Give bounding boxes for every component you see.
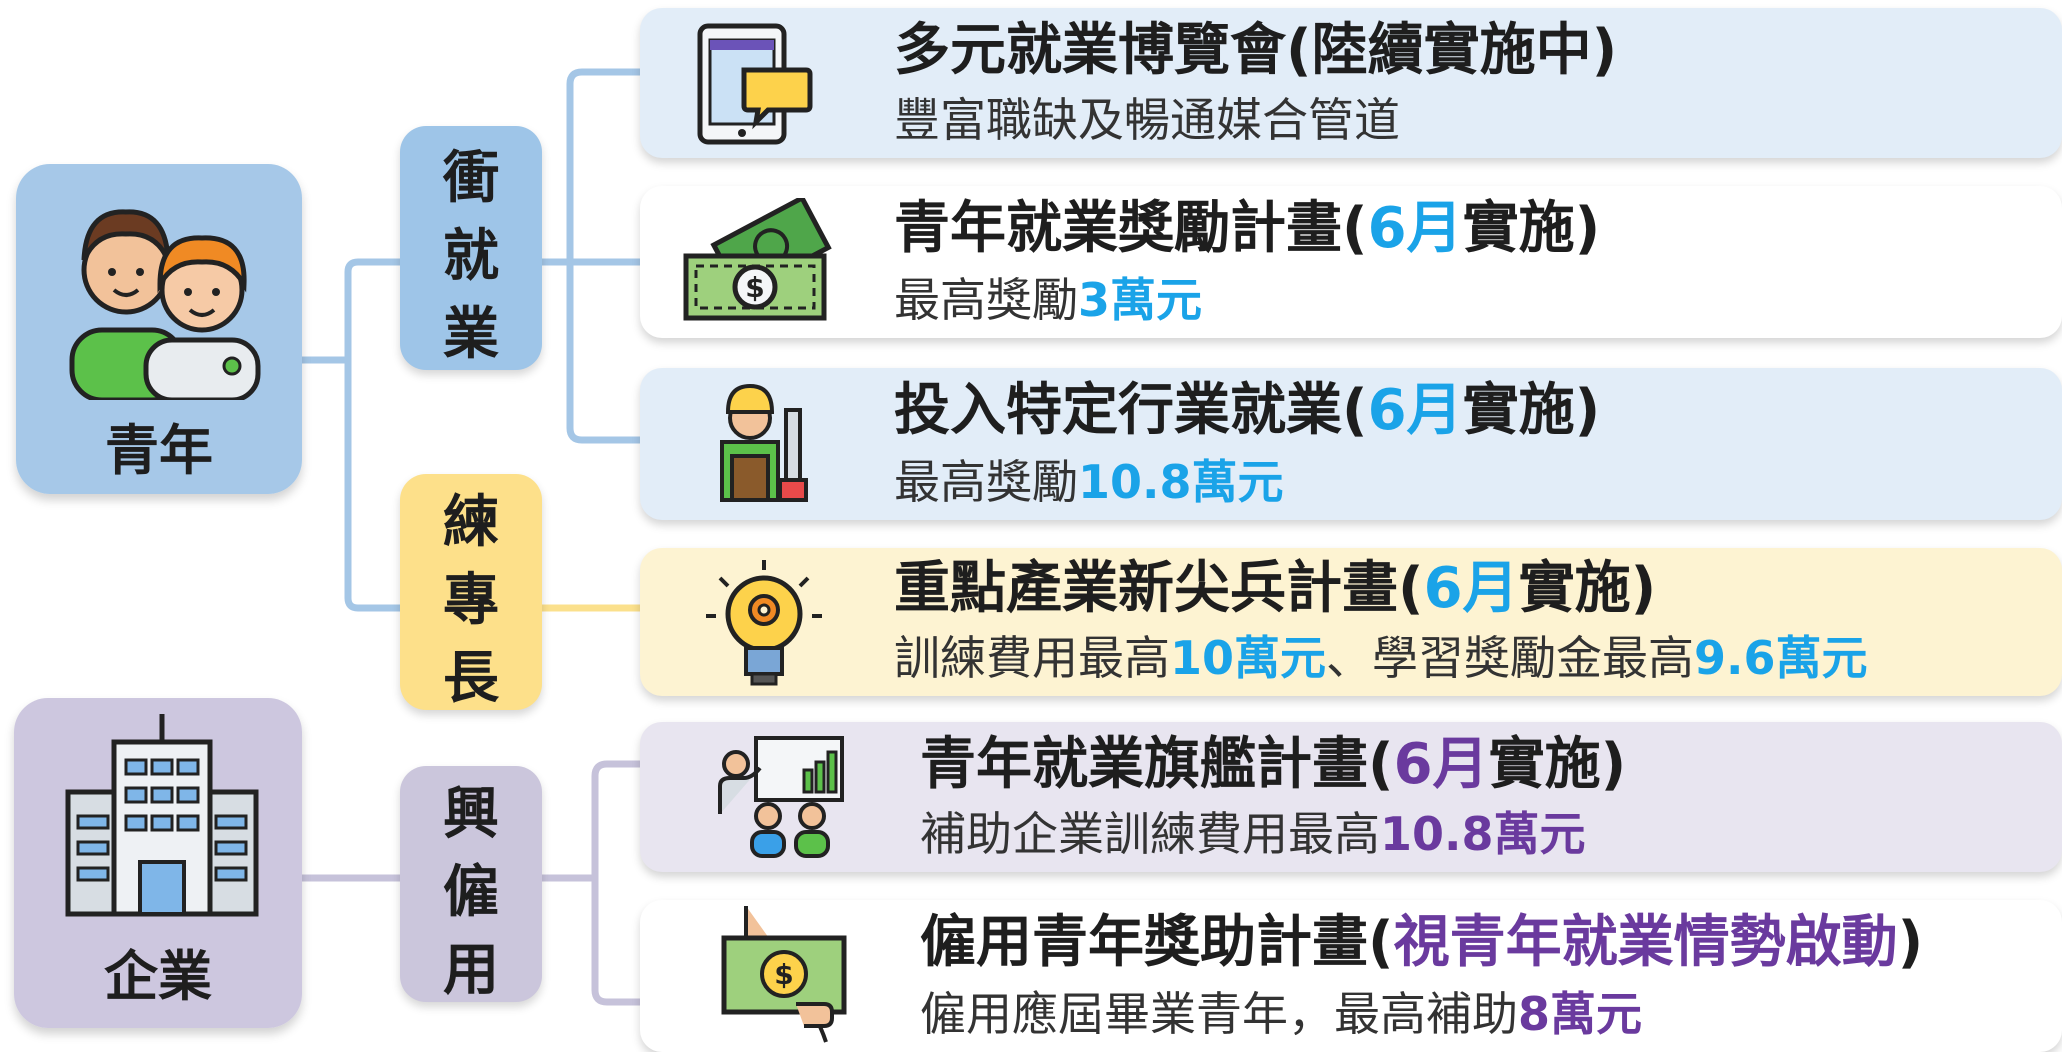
category-hire-char: 用 — [443, 938, 499, 1003]
svg-text:$: $ — [774, 958, 793, 991]
category-skill-char: 長 — [443, 646, 499, 711]
program-card-job-fair: 多元就業博覽會(陸續實施中) 豐富職缺及暢通媒合管道 — [640, 8, 2062, 158]
cash-money-icon: $ — [683, 198, 832, 321]
youth-label: 青年 — [105, 419, 213, 482]
lightbulb-gear-icon — [706, 560, 822, 686]
program-title: 青年就業旗艦計畫(6月實施) — [920, 732, 1627, 797]
connector-hire-cards — [536, 760, 644, 1006]
program-card-hire-youth-subsidy: $ 僱用青年獎助計畫(視青年就業情勢啟動) 僱用應屆畢業青年，最高補助8萬元 — [640, 900, 2062, 1052]
program-title: 青年就業獎勵計畫(6月實施) — [894, 196, 1601, 261]
category-hire-char: 僱 — [443, 860, 499, 925]
program-subtitle: 訓練費用最高10萬元、學習獎勵金最高9.6萬元 — [894, 631, 1868, 685]
tablet-chat-icon — [697, 23, 813, 145]
program-title: 投入特定行業就業(6月實施) — [894, 378, 1601, 443]
program-subtitle: 豐富職缺及暢通媒合管道 — [894, 93, 1400, 147]
program-subtitle: 補助企業訓練費用最高10.8萬元 — [920, 807, 1586, 861]
office-building-icon — [65, 714, 259, 917]
program-card-youth-reward: $ 青年就業獎勵計畫(6月實施) 最高獎勵3萬元 — [640, 186, 2062, 338]
youth-people-icon — [69, 209, 261, 400]
category-employ-char: 業 — [443, 302, 499, 367]
category-skill-char: 練 — [443, 490, 499, 555]
youth-node: 青年 — [16, 164, 302, 494]
money-handover-icon: $ — [721, 906, 847, 1043]
category-employ-char: 就 — [443, 224, 499, 289]
connector-employ-cards — [536, 68, 644, 444]
connector-youth-skill — [344, 356, 404, 612]
program-title: 多元就業博覽會(陸續實施中) — [894, 18, 1618, 83]
program-subtitle: 最高獎勵3萬元 — [894, 273, 1203, 327]
program-title: 僱用青年獎助計畫(視青年就業情勢啟動) — [920, 910, 1924, 975]
training-presentation-icon — [718, 736, 844, 858]
program-card-key-industry-training: 重點產業新尖兵計畫(6月實施) 訓練費用最高10萬元、學習獎勵金最高9.6萬元 — [640, 548, 2062, 696]
svg-text:$: $ — [745, 271, 764, 304]
program-subtitle: 僱用應屆畢業青年，最高補助8萬元 — [920, 987, 1643, 1041]
enterprise-label: 企業 — [104, 945, 212, 1008]
program-title: 重點產業新尖兵計畫(6月實施) — [894, 556, 1657, 621]
construction-worker-icon — [720, 383, 808, 502]
program-subtitle: 最高獎勵10.8萬元 — [894, 455, 1284, 509]
category-hire: 興 僱 用 — [400, 766, 542, 1003]
program-card-flagship: 青年就業旗艦計畫(6月實施) 補助企業訓練費用最高10.8萬元 — [640, 722, 2062, 872]
enterprise-node: 企業 — [14, 698, 302, 1028]
category-employ: 衝 就 業 — [400, 126, 542, 370]
connector-youth-employ — [296, 258, 404, 364]
category-hire-char: 興 — [443, 782, 499, 847]
category-skill: 練 專 長 — [400, 474, 542, 711]
category-employ-char: 衝 — [443, 146, 499, 211]
category-skill-char: 專 — [443, 568, 499, 633]
program-card-specific-industry: 投入特定行業就業(6月實施) 最高獎勵10.8萬元 — [640, 368, 2062, 520]
